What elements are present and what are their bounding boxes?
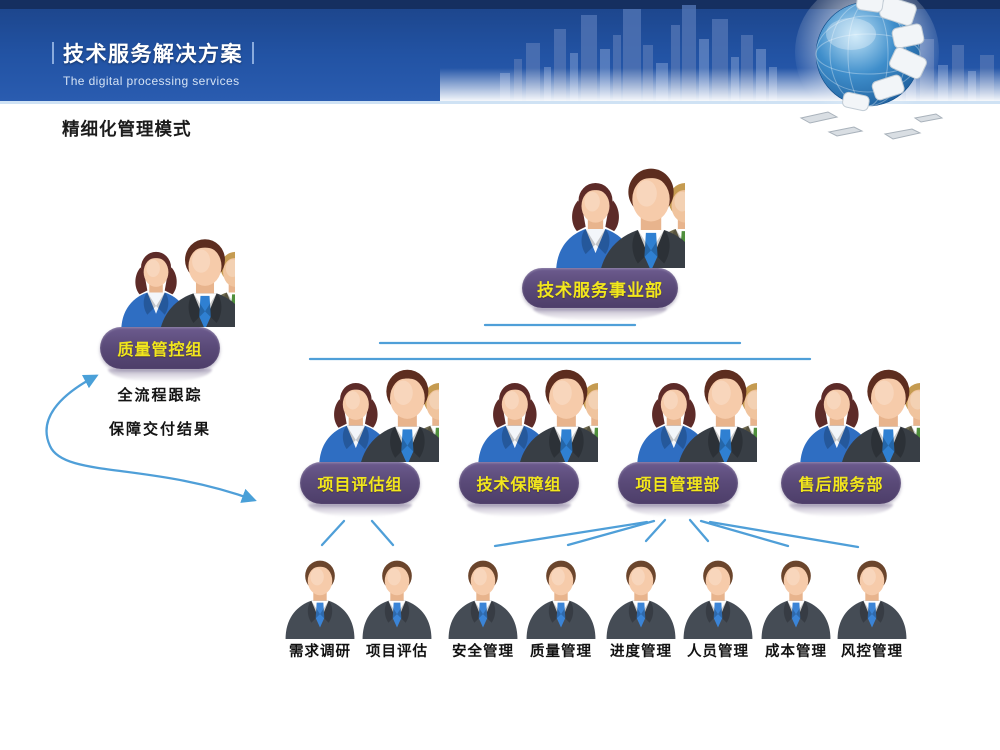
role-security: 安全管理 — [439, 551, 527, 661]
person-icon — [683, 560, 753, 639]
team-icon — [800, 369, 920, 462]
role-staff: 人员管理 — [674, 551, 762, 661]
role-label: 成本管理 — [765, 644, 827, 660]
role-label: 质量管理 — [530, 644, 592, 660]
role-cost: 成本管理 — [752, 551, 840, 661]
org-node-root-label: 技术服务事业部 — [522, 268, 678, 308]
role-risk: 风控管理 — [828, 551, 916, 661]
org-node-evaluation: 项目评估组 — [275, 358, 445, 504]
header-top-strip — [0, 0, 1000, 9]
person-icon — [606, 560, 676, 639]
role-evaluation: 项目评估 — [353, 551, 441, 661]
slide-title: 技术服务解决方案 — [63, 43, 243, 66]
role-label: 项目评估 — [366, 644, 428, 660]
org-node-aftersales: 售后服务部 — [756, 358, 926, 504]
person-icon — [526, 560, 596, 639]
person-icon — [837, 560, 907, 639]
header-title-block: 技术服务解决方案 The digital processing services — [52, 38, 254, 88]
role-label: 进度管理 — [610, 644, 672, 660]
org-node-quality: 质量管控组 全流程跟踪 保障交付结果 — [80, 228, 240, 439]
team-icon — [121, 239, 235, 327]
person-icon — [761, 560, 831, 639]
slide-subtitle: The digital processing services — [63, 74, 240, 88]
team-icon — [319, 369, 439, 462]
org-node-evaluation-label: 项目评估组 — [300, 462, 420, 504]
person-icon — [448, 560, 518, 639]
org-node-support: 技术保障组 — [434, 358, 604, 504]
puzzle-globe-icon — [795, 0, 944, 140]
role-label: 安全管理 — [452, 644, 514, 660]
title-right-bar — [252, 42, 254, 64]
person-icon — [285, 560, 355, 639]
org-node-pm-label: 项目管理部 — [618, 462, 738, 504]
quality-notes: 全流程跟踪 保障交付结果 — [109, 384, 211, 439]
person-icon — [362, 560, 432, 639]
note-process-tracking: 全流程跟踪 — [117, 387, 203, 404]
page-title: 精细化管理模式 — [62, 119, 192, 139]
team-icon — [556, 168, 685, 268]
org-node-support-label: 技术保障组 — [459, 462, 579, 504]
note-delivery-guarantee: 保障交付结果 — [108, 421, 211, 438]
org-node-root: 技术服务事业部 — [510, 156, 690, 308]
org-node-pm: 项目管理部 — [593, 358, 763, 504]
role-label: 风控管理 — [841, 644, 903, 660]
role-requirements: 需求调研 — [276, 551, 364, 661]
title-left-bar — [52, 42, 54, 64]
team-icon — [478, 369, 598, 462]
org-node-quality-label: 质量管控组 — [100, 327, 220, 369]
role-label: 需求调研 — [289, 644, 351, 660]
org-node-aftersales-label: 售后服务部 — [781, 462, 901, 504]
role-schedule: 进度管理 — [597, 551, 685, 661]
role-quality: 质量管理 — [517, 551, 605, 661]
team-icon — [637, 369, 757, 462]
role-label: 人员管理 — [687, 644, 749, 660]
